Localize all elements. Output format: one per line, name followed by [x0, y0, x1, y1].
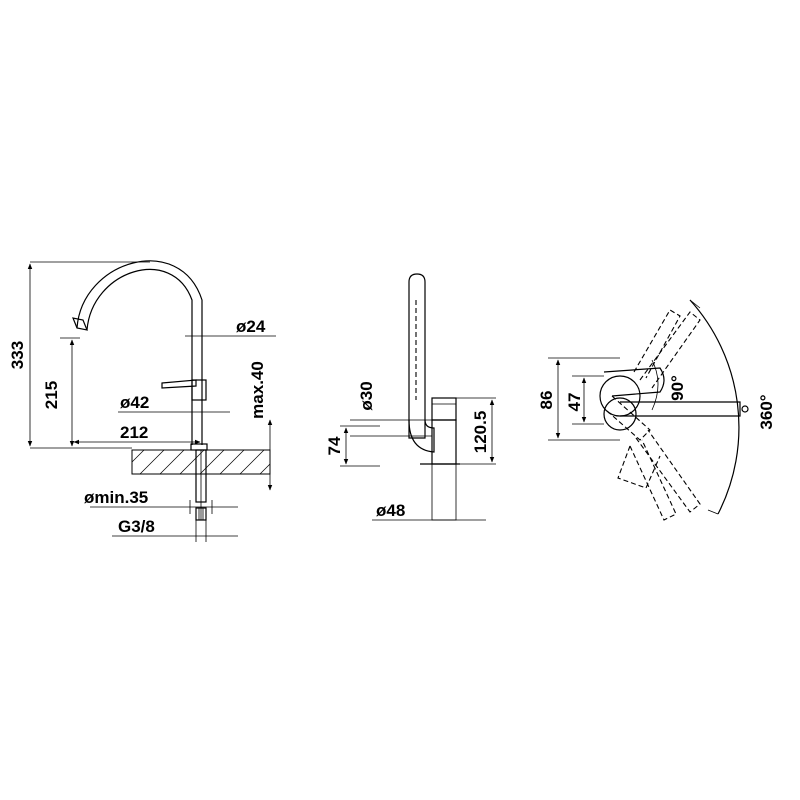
dim-hole-min: ømin.35 [84, 488, 148, 507]
top-lever [603, 367, 665, 397]
dim-lever-angle: 90° [668, 375, 687, 401]
dim-spout-diameter: ø24 [236, 317, 266, 336]
dim-spout-height: 215 [42, 381, 61, 409]
connector [195, 507, 207, 521]
dim-86: 86 [537, 391, 556, 410]
dim-47: 47 [565, 393, 584, 412]
top-view: 86 47 90° 360° [537, 299, 776, 521]
top-spout [620, 401, 741, 417]
front-body [431, 419, 457, 465]
dim-lever-height: 74 [325, 436, 344, 455]
dim-base-diameter: ø48 [376, 501, 405, 520]
side-view: 333 215 ø24 ø42 212 max.40 ømin.35 G3/8 [8, 260, 276, 542]
mixer-body [191, 379, 207, 401]
dim-thread: G3/8 [118, 517, 155, 536]
spout-rotated-down [635, 429, 701, 513]
dim-max-thickness: max.40 [248, 361, 267, 419]
dim-lever-diameter: ø30 [357, 381, 376, 410]
dim-height-total: 333 [8, 341, 27, 369]
handle-lever [161, 379, 197, 389]
dim-reach: 212 [120, 423, 148, 442]
front-spout [408, 273, 426, 439]
dim-body-height: 120.5 [471, 411, 490, 454]
top-body [599, 375, 641, 417]
base-ring [190, 443, 208, 451]
front-view: ø30 74 120.5 ø48 [325, 273, 496, 521]
dim-spout-rotation: 360° [757, 394, 776, 429]
front-head [431, 397, 457, 421]
rotation-arc [689, 299, 740, 515]
spout-tube [76, 260, 203, 445]
aerator [72, 317, 88, 331]
spout-rotated-up [639, 311, 701, 389]
dim-body-diameter: ø42 [120, 393, 149, 412]
front-base [431, 463, 457, 521]
